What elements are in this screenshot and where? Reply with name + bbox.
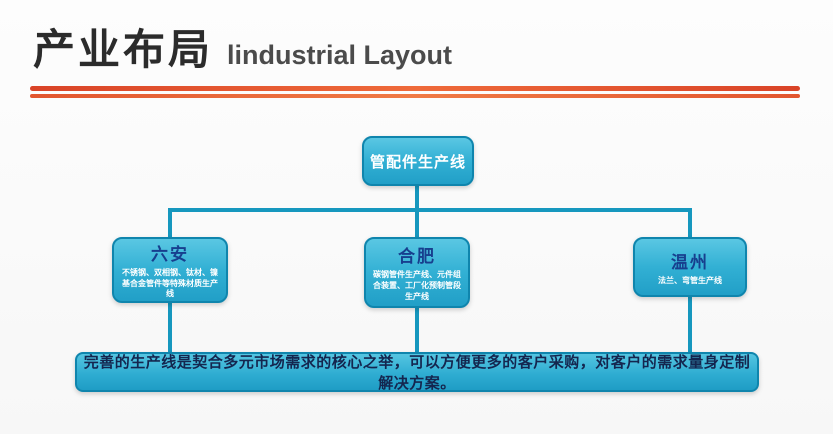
- summary-text: 完善的生产线是契合多元市场需求的核心之举，可以方便更多的客户采购，对客户的需求量…: [83, 354, 751, 392]
- connector-root-down: [415, 184, 419, 212]
- page-header: 产业布局 lindustrial Layout: [33, 16, 452, 77]
- connector-to-hefei: [415, 208, 419, 241]
- connector-wenzhou-to-footer: [688, 294, 692, 356]
- connector-luan-to-footer: [168, 300, 172, 356]
- node-hefei: 合肥 碳钢管件生产线、元件组合装置、工厂化预制管段生产线: [364, 237, 470, 308]
- connector-hefei-to-footer: [415, 305, 419, 356]
- node-wenzhou-description: 法兰、弯管生产线: [658, 275, 722, 285]
- node-luan-description: 不锈钢、双相钢、钛材、镍基合金管件等特殊材质生产线: [122, 267, 218, 299]
- page-title-english: lindustrial Layout: [227, 40, 453, 70]
- node-wenzhou-label: 温州: [671, 252, 709, 272]
- red-divider-top-line: [30, 86, 800, 91]
- node-root-label: 管配件生产线: [369, 153, 466, 171]
- node-root-pipe-fittings-line: 管配件生产线: [362, 136, 474, 186]
- summary-bar: 完善的生产线是契合多元市场需求的核心之举，可以方便更多的客户采购，对客户的需求量…: [75, 352, 759, 392]
- connector-to-luan: [168, 208, 172, 241]
- node-hefei-label: 合肥: [398, 247, 436, 267]
- connector-to-wenzhou: [688, 208, 692, 241]
- node-luan: 六安 不锈钢、双相钢、钛材、镍基合金管件等特殊材质生产线: [112, 237, 228, 303]
- red-divider-bottom-line: [30, 94, 800, 98]
- connector-horizontal: [168, 208, 692, 212]
- node-wenzhou: 温州 法兰、弯管生产线: [633, 237, 747, 297]
- node-luan-label: 六安: [151, 244, 189, 264]
- page-title-chinese: 产业布局: [33, 26, 214, 73]
- node-hefei-description: 碳钢管件生产线、元件组合装置、工厂化预制管段生产线: [373, 270, 461, 301]
